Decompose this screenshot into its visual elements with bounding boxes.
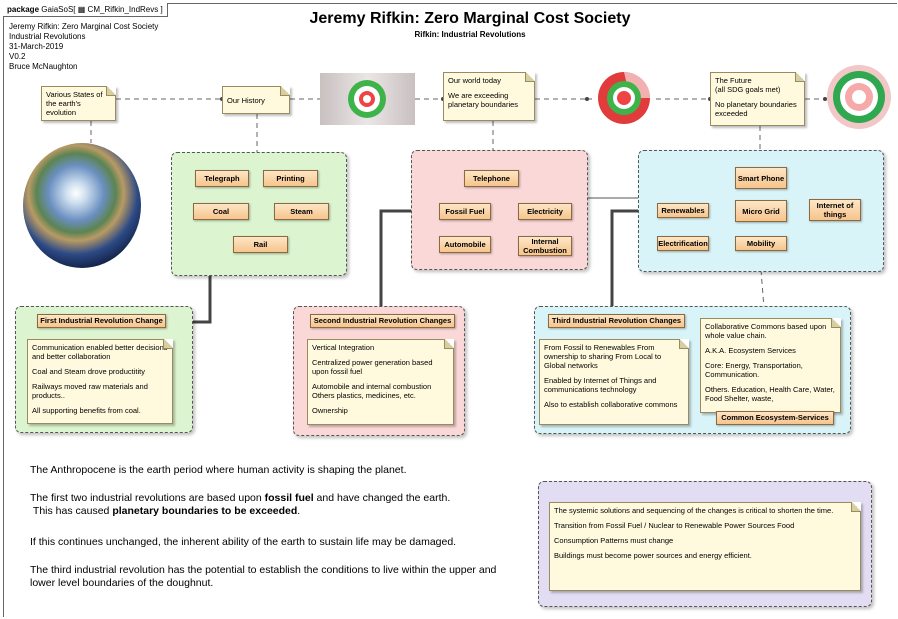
block-common-ecosystem-services[interactable]: Common Ecosystem-Services (716, 411, 834, 425)
block-electrification[interactable]: Electrification (657, 236, 709, 251)
note-line: Collaborative Commons based upon whole v… (705, 322, 827, 340)
note-text: Our History (227, 96, 265, 105)
block-rail[interactable]: Rail (233, 236, 288, 253)
meta-line: V0.2 (9, 52, 26, 61)
text-emphasis: fossil fuel (264, 492, 314, 504)
note-line: Railways moved raw materials and product… (32, 382, 148, 400)
diagram-name: CM_Rifkin_IndRevs (87, 5, 159, 14)
note-line: Buildings must become power sources and … (554, 551, 752, 560)
earth-image (23, 143, 141, 268)
meta-line: Industrial Revolutions (9, 32, 86, 41)
note-line: Automobile and internal combustion Other… (312, 382, 432, 400)
block-electricity[interactable]: Electricity (518, 203, 572, 220)
block-coal[interactable]: Coal (193, 203, 249, 220)
note-line: Transition from Fossil Fuel / Nuclear to… (554, 521, 795, 530)
block-internal-combustion[interactable]: Internal Combustion (518, 236, 572, 256)
block-automobile[interactable]: Automobile (439, 236, 491, 253)
note-line: Vertical Integration (312, 343, 375, 352)
note-line: Enabled by Internet of Things and commun… (544, 376, 657, 394)
header-first-revolution[interactable]: First Industrial Revolution Change (37, 314, 166, 328)
text-run: The first two industrial revolutions are… (30, 492, 265, 504)
text-run: and have changed the earth. (313, 492, 451, 504)
note-text: Our world today (448, 76, 501, 85)
meta-line: 31-March-2019 (9, 42, 64, 51)
note-world-today[interactable]: Our world today We are exceeding planeta… (443, 72, 535, 121)
page-subtitle: Rifkin: Industrial Revolutions (414, 30, 526, 39)
meta-line: Jeremy Rifkin: Zero Marginal Cost Societ… (9, 22, 159, 31)
package-keyword: package (7, 5, 40, 14)
note-text: The Future (715, 76, 752, 85)
block-internet-of-things[interactable]: Internet of things (809, 199, 861, 221)
block-fossil-fuel[interactable]: Fossil Fuel (439, 203, 491, 220)
block-micro-grid[interactable]: Micro Grid (735, 200, 787, 222)
block-steam[interactable]: Steam (274, 203, 329, 220)
note-future[interactable]: The Future (all SDG goals met) No planet… (710, 72, 805, 126)
note-systemic-solutions[interactable]: The systemic solutions and sequencing of… (549, 502, 861, 591)
diagram-meta: Jeremy Rifkin: Zero Marginal Cost Societ… (9, 22, 158, 72)
block-mobility[interactable]: Mobility (735, 236, 787, 251)
note-line: Core: Energy, Transportation, Communicat… (705, 361, 803, 379)
block-smart-phone[interactable]: Smart Phone (735, 167, 787, 189)
package-tab: package GaiaSoS[ ▦ CM_Rifkin_IndRevs ] (3, 3, 168, 17)
block-telephone[interactable]: Telephone (464, 170, 519, 187)
note-line: Coal and Steam drove productitity (32, 367, 145, 376)
package-name: GaiaSoS (41, 5, 74, 14)
sustain-life-text: If this continues unchanged, the inheren… (30, 536, 457, 548)
doughnut-history-image (320, 73, 415, 125)
text-emphasis: planetary boundaries to be exceeded (112, 505, 298, 517)
note-first-revolution[interactable]: Communication enabled better decisions a… (27, 339, 173, 424)
note-line: Others. Education, Health Care, Water, F… (705, 385, 835, 403)
note-text: Various States of the earth's evolution (46, 90, 103, 117)
note-line: Communication enabled better decisions a… (32, 343, 168, 361)
note-line: A.K.A. Ecosystem Services (705, 346, 796, 355)
block-telegraph[interactable]: Telegraph (195, 170, 249, 187)
note-line: The systemic solutions and sequencing of… (554, 506, 834, 515)
fossil-fuel-text: The first two industrial revolutions are… (30, 492, 530, 518)
text-run: . (297, 505, 301, 517)
note-line: All supporting benefits from coal. (32, 406, 141, 415)
header-second-revolution[interactable]: Second Industrial Revolution Changes (310, 314, 455, 328)
note-earth-states[interactable]: Various States of the earth's evolution (41, 86, 116, 121)
meta-line: Bruce McNaughton (9, 62, 78, 71)
note-text: (all SDG goals met) (715, 85, 781, 94)
text-run: This has caused (32, 505, 113, 517)
note-line: Ownership (312, 406, 348, 415)
page-title: Jeremy Rifkin: Zero Marginal Cost Societ… (309, 10, 631, 27)
third-revolution-text: The third industrial revolution has the … (30, 564, 497, 589)
note-second-revolution[interactable]: Vertical Integration Centralized power g… (307, 339, 454, 425)
block-renewables[interactable]: Renewables (657, 203, 709, 218)
diagram-icon: ▦ (77, 5, 86, 14)
note-text: We are exceeding planetary boundaries (448, 91, 519, 109)
note-third-revolution[interactable]: From Fossil to Renewables From ownership… (539, 339, 689, 425)
note-line: Also to establish collaborative commons (544, 400, 678, 409)
note-text: No planetary boundaries exceeded (715, 100, 797, 118)
note-line: From Fossil to Renewables From ownership… (544, 343, 662, 370)
doughnut-future-image (826, 64, 892, 130)
anthropocene-text: The Anthropocene is the earth period whe… (30, 464, 407, 476)
doughnut-today-image (592, 66, 656, 126)
note-line: Consumption Patterns must change (554, 536, 674, 545)
header-third-revolution[interactable]: Third Industrial Revolution Changes (548, 314, 685, 328)
note-collaborative-commons[interactable]: Collaborative Commons based upon whole v… (700, 318, 841, 413)
block-printing[interactable]: Printing (263, 170, 318, 187)
note-our-history[interactable]: Our History (222, 86, 290, 114)
diagram-frame (3, 3, 897, 617)
note-line: Centralized power generation based upon … (312, 358, 433, 376)
